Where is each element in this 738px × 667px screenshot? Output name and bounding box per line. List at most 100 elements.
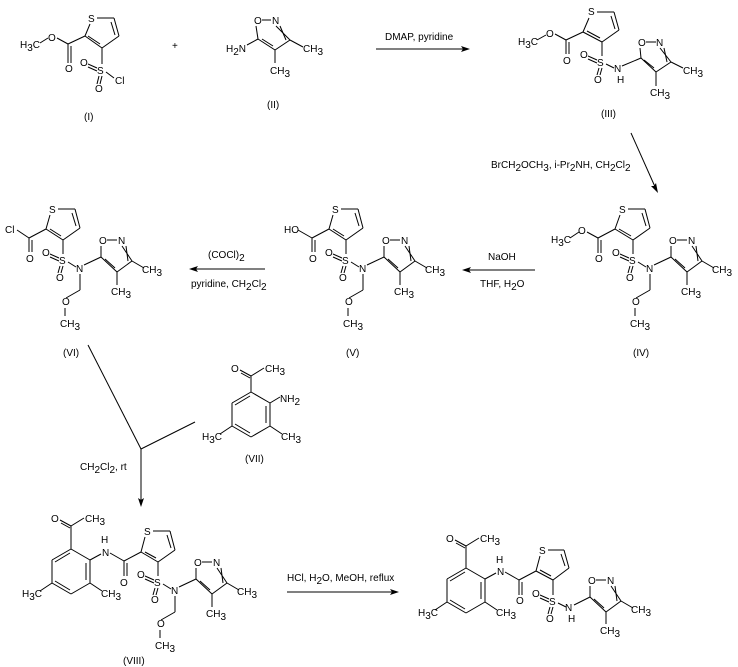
atom-n: N <box>565 603 572 614</box>
atom-sulfonyl-o2: O <box>95 84 103 95</box>
atom-ch3: CH3 <box>496 608 516 622</box>
atom-o: O <box>546 29 554 40</box>
atom-o: O <box>42 248 50 259</box>
step2-reagents: BrCH2OCH3, i-Pr2NH, CH2Cl2 <box>491 160 631 174</box>
atom-s: S <box>629 256 636 267</box>
compound-VI: Cl O S S O O N O N CH3 CH <box>5 205 162 359</box>
step3-reagents-above: NaOH <box>488 252 516 263</box>
atom-ring-s: S <box>88 14 95 25</box>
atom-cl: Cl <box>5 225 14 236</box>
step6-reagents: HCl, H2O, MeOH, reflux <box>287 573 394 587</box>
atom-o: O <box>594 75 602 86</box>
compound-label-VIII: (VIII) <box>123 656 145 667</box>
atom-o: O <box>588 576 596 587</box>
atom-o: O <box>669 236 677 247</box>
atom-o: O <box>62 297 70 308</box>
atom: H3C <box>518 37 538 51</box>
atom-ch3: CH3 <box>681 287 701 301</box>
atom-ring-o: O <box>254 16 262 27</box>
atom-ch3: CH3 <box>101 589 121 603</box>
atom-ring-n: N <box>272 16 279 27</box>
atom-o: O <box>595 254 603 265</box>
atom-o: O <box>309 254 317 265</box>
atom-ch3: CH3 <box>480 534 500 548</box>
atom-ch3: CH3 <box>85 514 105 528</box>
atom-o: O <box>56 273 64 284</box>
atom-o: O <box>382 236 390 247</box>
atom-ch3: CH3 <box>281 432 301 446</box>
atom-s: S <box>332 205 339 216</box>
atom-n: N <box>76 264 83 275</box>
atom-h: H <box>568 614 575 625</box>
atom-methyl: H3C <box>20 40 40 54</box>
atom-nh2: NH2 <box>280 394 300 408</box>
atom-ch3: CH3 <box>712 265 732 279</box>
atom-o: O <box>151 595 159 606</box>
atom-o: O <box>532 589 540 600</box>
atom-o: O <box>578 226 586 237</box>
compound-IV: H3C O O S S O O N O N CH3 <box>551 205 732 359</box>
step5-reagents: CH2Cl2, rt <box>80 462 127 476</box>
atom-s: S <box>588 7 595 18</box>
compound-VII: O CH3 NH2 CH3 H3C (VII) <box>202 364 301 465</box>
plus-sign: + <box>172 41 178 52</box>
atom-ester-o: O <box>48 33 56 44</box>
atom-s: S <box>342 256 349 267</box>
atom-ch3: CH3 <box>600 626 620 640</box>
atom-ch3: CH3 <box>111 287 131 301</box>
atom-ch3: CH3 <box>394 287 414 301</box>
atom-o: O <box>580 50 588 61</box>
atom-ch3: CH3 <box>60 319 80 333</box>
atom-n: N <box>171 586 178 597</box>
atom-n: N <box>614 64 621 75</box>
compound-label-VI: (VI) <box>63 348 79 359</box>
atom-me4: CH3 <box>270 66 290 80</box>
atom-o: O <box>546 614 554 625</box>
compound-final-product: O CH3 CH3 H3C H N O S S <box>418 534 651 640</box>
atom-s: S <box>154 578 161 589</box>
atom-n: N <box>607 576 614 587</box>
reaction-arrow-step6: HCl, H2O, MeOH, reflux <box>287 573 399 595</box>
atom-h3c: H3C <box>202 432 222 446</box>
atom-n: N <box>213 558 220 569</box>
step4-reagents-below: pyridine, CH2Cl2 <box>191 279 267 293</box>
atom-o: O <box>612 248 620 259</box>
atom-ch3: CH3 <box>155 641 175 655</box>
reaction-arrow-step1: DMAP, pyridine <box>376 32 470 52</box>
atom-o: O <box>137 570 145 581</box>
atom-ch3: CH3 <box>343 319 363 333</box>
step4-reagents-above: (COCl)2 <box>208 250 245 264</box>
atom-s: S <box>144 527 151 538</box>
atom-h: H <box>617 75 624 86</box>
atom-o: O <box>638 38 646 49</box>
atom-ch3: CH3 <box>425 265 445 279</box>
atom-o: O <box>157 619 165 630</box>
atom-n: N <box>102 548 109 559</box>
compound-label-IV: (IV) <box>633 348 649 359</box>
atom-s: S <box>59 256 66 267</box>
atom-o: O <box>516 596 524 607</box>
atom-carbonyl-o: O <box>65 64 73 75</box>
compound-III: H3C O O S S O O N H O N <box>518 7 703 120</box>
compound-VIII: O CH3 CH3 H3C H N O S S <box>22 514 257 667</box>
atom-h: H <box>101 535 108 546</box>
atom-n: N <box>656 38 663 49</box>
atom-o: O <box>563 56 571 67</box>
atom-n: N <box>359 264 366 275</box>
atom-h: H <box>496 555 503 566</box>
atom-n: N <box>118 236 125 247</box>
compound-label-I: (I) <box>84 112 93 123</box>
atom-me3: CH3 <box>303 44 323 58</box>
compound-I: H3C O O S S O O Cl (I) <box>20 14 124 123</box>
atom-o: O <box>51 514 59 525</box>
atom-o: O <box>446 534 454 545</box>
atom-ch3: CH3 <box>631 605 651 619</box>
atom-o: O <box>632 297 640 308</box>
reaction-arrow-step5: CH2Cl2, rt <box>80 344 196 507</box>
atom-s: S <box>539 546 546 557</box>
atom-sulfonyl-s: S <box>97 66 104 77</box>
atom-o: O <box>231 364 239 375</box>
reaction-arrow-step2: BrCH2OCH3, i-Pr2NH, CH2Cl2 <box>491 132 658 193</box>
atom-o: O <box>339 273 347 284</box>
